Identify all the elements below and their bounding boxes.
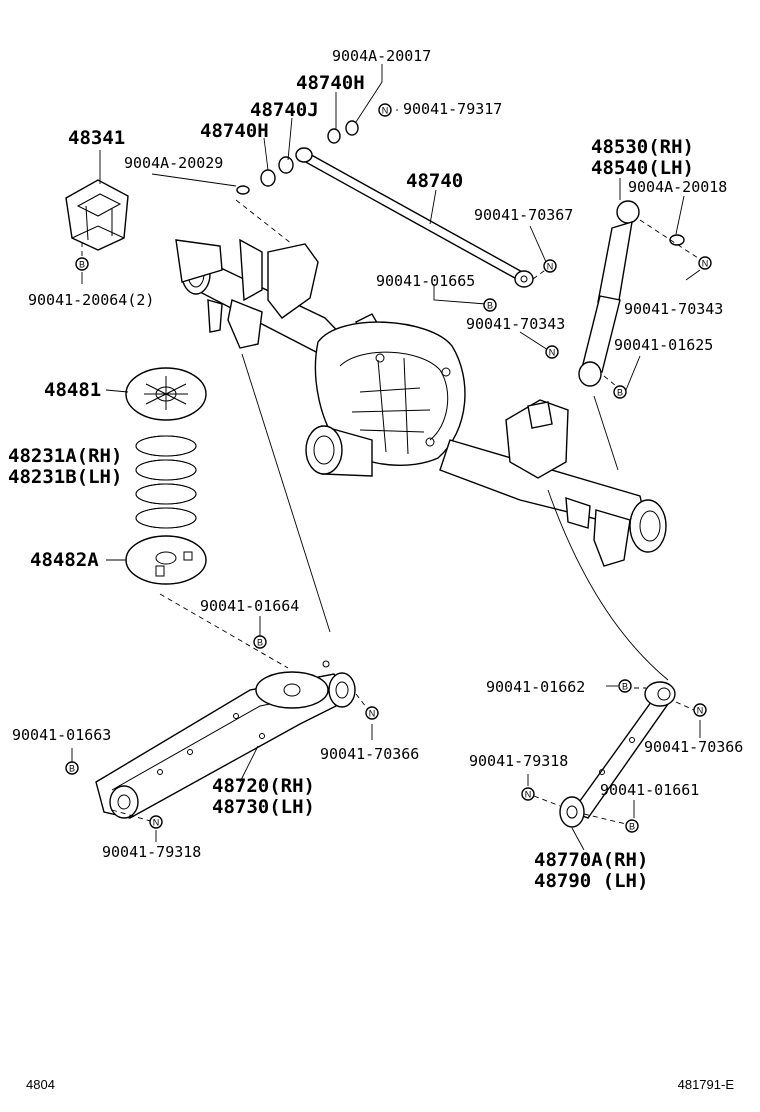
footer-figure-code: 481791-E — [678, 1077, 735, 1092]
svg-text:N: N — [382, 106, 389, 116]
footer-page-code: 4804 — [26, 1077, 55, 1092]
svg-text:N: N — [702, 259, 709, 269]
label-9004A-20029: 9004A-20029 — [124, 154, 223, 172]
nut-badge: N — [378, 103, 392, 117]
dashed-line-upper-arm-rear — [533, 795, 561, 807]
lower-spring-seat — [125, 535, 207, 585]
part-labels: 9004A-20017 48740H 90041-79317 48740J 48… — [8, 47, 743, 892]
svg-text:B: B — [79, 260, 85, 270]
nut-badge: N — [545, 345, 559, 359]
dashed-line-shock-top — [639, 219, 699, 259]
dashed-line-upper-arm-nut — [675, 701, 695, 711]
svg-text:B: B — [257, 638, 263, 648]
svg-text:N: N — [547, 262, 554, 272]
label-90041-79317: 90041-79317 — [403, 100, 502, 118]
label-48530-rh: 48530(RH) — [591, 136, 694, 158]
nut-badge: N — [521, 787, 535, 801]
dashed-line-spring — [159, 593, 289, 669]
label-90041-01664: 90041-01664 — [200, 597, 299, 615]
label-48790-lh: 48790 (LH) — [534, 870, 648, 892]
label-90041-70366-b: 90041-70366 — [644, 738, 743, 756]
label-48740: 48740 — [406, 170, 463, 192]
svg-text:B: B — [487, 301, 493, 311]
bump-stopper — [65, 179, 129, 251]
label-48740J: 48740J — [250, 99, 319, 121]
rear-axle-housing — [175, 238, 667, 567]
label-90041-01625: 90041-01625 — [614, 336, 713, 354]
nut-badge: N — [365, 706, 379, 720]
label-90041-01661: 90041-01661 — [600, 781, 699, 799]
upper-spring-seat — [125, 367, 207, 421]
label-90041-79318-a: 90041-79318 — [469, 752, 568, 770]
svg-text:B: B — [622, 682, 628, 692]
label-90041-01662: 90041-01662 — [486, 678, 585, 696]
upper-control-arm — [559, 681, 676, 828]
svg-text:B: B — [617, 388, 623, 398]
dashed-line-rod-left — [235, 199, 293, 245]
nut-badge: N — [693, 703, 707, 717]
bolt-badge: B — [65, 761, 79, 775]
label-90041-70366-a: 90041-70366 — [320, 745, 419, 763]
label-9004A-20017: 9004A-20017 — [332, 47, 431, 65]
label-48720-rh: 48720(RH) — [212, 775, 315, 797]
lateral-control-rod — [295, 147, 534, 288]
label-48540-lh: 48540(LH) — [591, 157, 694, 179]
label-48740H: 48740H — [200, 120, 269, 142]
label-48231B-lh: 48231B(LH) — [8, 466, 122, 488]
label-48481: 48481 — [44, 379, 101, 401]
bolt-badge: B — [483, 298, 497, 312]
label-90041-20064: 90041-20064(2) — [28, 291, 154, 309]
dashed-line-rod-right — [532, 267, 549, 280]
label-48341: 48341 — [68, 127, 125, 149]
dashed-line-shock-bottom — [603, 375, 617, 387]
shock-absorber — [578, 200, 685, 387]
svg-text:N: N — [525, 790, 532, 800]
nut-badge: N — [698, 256, 712, 270]
dashed-line-upper-arm-bolt — [583, 813, 627, 825]
svg-text:N: N — [697, 706, 704, 716]
bolt-badge: B — [253, 635, 267, 649]
bolt-badge: B — [75, 257, 89, 271]
nut-badge: N — [543, 259, 557, 273]
coil-spring — [135, 435, 197, 529]
label-48770A-rh: 48770A(RH) — [534, 849, 648, 871]
label-48231A-rh: 48231A(RH) — [8, 445, 122, 467]
label-48482A: 48482A — [30, 549, 99, 571]
rod-bushings — [236, 120, 359, 195]
svg-text:N: N — [369, 709, 376, 719]
svg-text:B: B — [629, 822, 635, 832]
label-48730-lh: 48730(LH) — [212, 796, 315, 818]
leader-lines — [71, 64, 701, 851]
bolt-badge: B — [613, 385, 627, 399]
svg-text:N: N — [549, 348, 556, 358]
label-48740H-top: 48740H — [296, 72, 365, 94]
nut-badge: N — [149, 815, 163, 829]
label-90041-79318-b: 90041-79318 — [102, 843, 201, 861]
label-90041-01665: 90041-01665 — [376, 272, 475, 290]
label-90041-70367: 90041-70367 — [474, 206, 573, 224]
label-90041-01663: 90041-01663 — [12, 726, 111, 744]
svg-text:B: B — [69, 764, 75, 774]
label-9004A-20018: 9004A-20018 — [628, 178, 727, 196]
dashed-line-arm-rear — [111, 809, 155, 823]
label-90041-70343-a: 90041-70343 — [624, 300, 723, 318]
bolt-badge: B — [618, 679, 632, 693]
bolt-badge: B — [625, 819, 639, 833]
label-90041-70343-b: 90041-70343 — [466, 315, 565, 333]
lower-control-arm — [95, 660, 356, 819]
svg-text:N: N — [153, 818, 160, 828]
